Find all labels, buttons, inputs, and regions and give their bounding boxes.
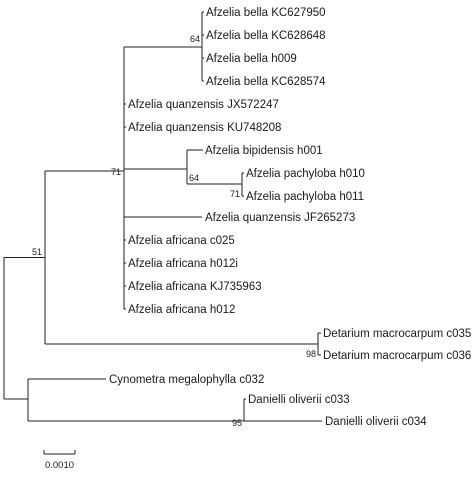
support-value-bella: 64 [190,34,200,44]
tree-branches [3,11,322,422]
taxon-label-detarium-c035: Detarium macrocarpum c035 [323,328,471,340]
support-value-bipidensis-pachyloba: 64 [189,173,199,183]
taxon-label-africana-c025: Afzelia africana c025 [128,235,235,247]
taxon-label-quanzensis-jf265273: Afzelia quanzensis JF265273 [205,212,355,224]
support-value-detarium: 98 [306,349,316,359]
taxon-labels: Afzelia bella KC627950 Afzelia bella KC6… [109,7,471,428]
taxon-label-cynometra-c032: Cynometra megalophylla c032 [109,374,264,386]
taxon-label-danielli-c033: Danielli oliverii c033 [248,394,350,406]
support-value-danielli: 95 [232,418,242,428]
taxon-label-africana-kj735963: Afzelia africana KJ735963 [128,281,262,293]
taxon-label-africana-h012i: Afzelia africana h012i [128,258,238,270]
taxon-label-bella-kc627950: Afzelia bella KC627950 [206,7,326,19]
support-values: 64 71 64 71 51 98 95 [32,34,316,428]
support-value-afzelia: 71 [111,167,121,177]
taxon-label-bella-kc628574: Afzelia bella KC628574 [206,76,326,88]
taxon-label-pachyloba-h011: Afzelia pachyloba h011 [246,191,364,203]
scale-bar-label: 0.0010 [45,460,74,471]
scale-bar: 0.0010 [43,450,76,471]
taxon-label-bella-kc628648: Afzelia bella KC628648 [206,30,326,42]
support-value-pachyloba: 71 [230,189,240,199]
taxon-label-pachyloba-h010: Afzelia pachyloba h010 [246,168,365,180]
taxon-label-danielli-c034: Danielli oliverii c034 [325,416,427,428]
taxon-label-detarium-c036: Detarium macrocarpum c036 [323,350,471,362]
taxon-label-bella-h009: Afzelia bella h009 [206,53,297,65]
taxon-label-africana-h012: Afzelia africana h012 [128,304,235,316]
support-value-afzelia-detarium: 51 [32,247,42,257]
taxon-label-bipidensis-h001: Afzelia bipidensis h001 [205,145,323,157]
taxon-label-quanzensis-jx572247: Afzelia quanzensis JX572247 [128,99,279,111]
taxon-label-quanzensis-ku748208: Afzelia quanzensis KU748208 [128,122,281,134]
